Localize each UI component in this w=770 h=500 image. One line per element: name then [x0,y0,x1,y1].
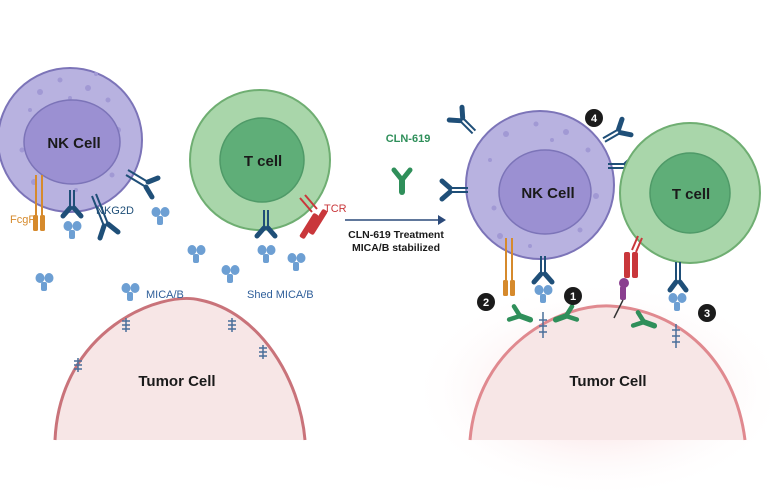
badge-1: 1 [564,287,582,305]
nkg2d-receptor-left-3 [125,169,161,200]
mica-bound-left [63,221,82,239]
t-cell-left [189,89,331,231]
svg-text:2: 2 [483,297,489,309]
nk-cell-right [465,110,615,260]
badge-3: 3 [698,304,716,322]
tcr-receptor-left [299,194,328,239]
shed-mica-label: Shed MICA/B [247,289,314,301]
badge-2: 2 [477,293,495,311]
nk-cell-label-right: NK Cell [521,185,574,202]
arrow-caption-line1: CLN-619 Treatment [348,229,444,241]
svg-text:3: 3 [704,308,710,320]
treatment-arrow [345,215,446,225]
arrow-caption-line2: MICA/B stabilized [352,242,440,254]
t-cell-right [619,122,761,264]
tumor-cell-label-right: Tumor Cell [569,373,646,390]
fcgr-label-left: FcgR [10,214,36,226]
nkg2d-label-left: NKG2D [96,205,134,217]
nkg2d-t-cell-right [667,262,689,293]
drug-label: CLN-619 [386,133,431,145]
fcgr-receptor-left [33,175,45,231]
t-cell-label-left: T cell [244,153,282,170]
antibody-icon [394,170,410,192]
badge-4: 4 [585,109,603,127]
t-cell-label-right: T cell [672,186,710,203]
mica-membrane-right [539,312,680,348]
tcr-complex-right [613,235,643,319]
mica-label-left: MICA/B [146,289,184,301]
fcgr-receptor-right [503,238,515,296]
tcr-label-left: TCR [324,203,347,215]
svg-text:1: 1 [570,291,576,303]
tumor-cell-label-left: Tumor Cell [138,373,215,390]
nkg2d-receptor-left-2 [91,193,121,241]
svg-text:4: 4 [591,113,598,125]
nk-cell-label-left: NK Cell [47,135,100,152]
antibodies-bound-right [506,304,658,329]
tumor-cell-left [53,297,307,441]
